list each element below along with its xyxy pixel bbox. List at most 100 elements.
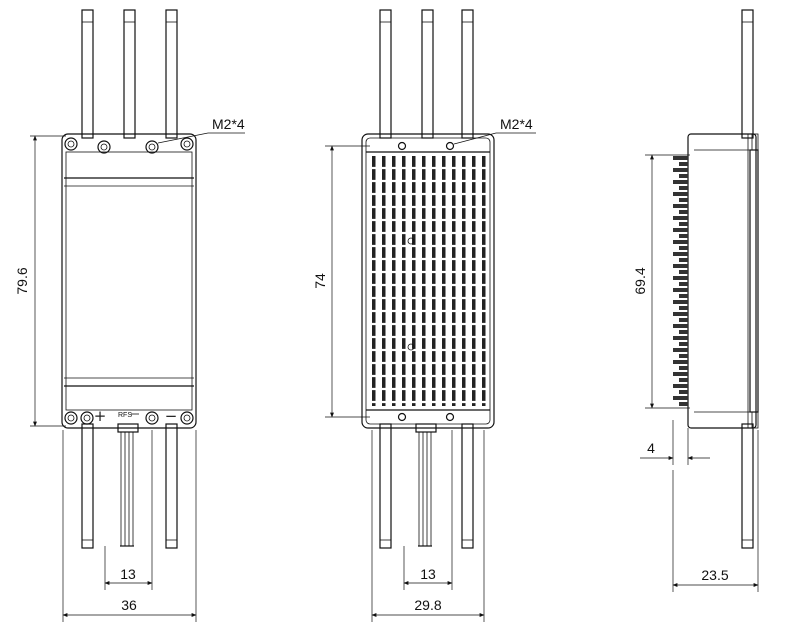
side-fin [673, 240, 688, 244]
side-fin [679, 270, 688, 274]
side-fin [673, 192, 688, 196]
side-depth-dim-text: 23.5 [701, 567, 728, 583]
side-fin [679, 162, 688, 166]
side-fin [679, 342, 688, 346]
side-fin [673, 156, 688, 160]
side-fin [673, 336, 688, 340]
back-center-screw-lower [407, 343, 415, 351]
side-housing [687, 133, 757, 429]
side-fin [679, 318, 688, 322]
side-fin [673, 360, 688, 364]
front-view: + − RFS M2*4 79.6 13 36 [14, 9, 245, 622]
side-fin [673, 216, 688, 220]
side-fin [673, 276, 688, 280]
side-top-wire [741, 9, 754, 139]
front-signal-ribbon [117, 423, 139, 547]
side-fin [679, 282, 688, 286]
heatsink-fin [472, 156, 476, 406]
back-center-screw-upper [407, 237, 415, 245]
side-fin [673, 252, 688, 256]
back-view: M2*4 74 13 29.8 [312, 9, 536, 622]
heatsink-fin [412, 156, 416, 406]
side-fin [679, 222, 688, 226]
side-bottom-wire [741, 423, 754, 549]
back-width-dim-text: 29.8 [414, 597, 441, 613]
side-fin [679, 234, 688, 238]
side-fin [679, 186, 688, 190]
back-width-dimension: 29.8 [371, 430, 485, 622]
side-fin [673, 168, 688, 172]
side-fin [679, 258, 688, 262]
heatsink-fin [462, 156, 466, 406]
back-signal-ribbon [415, 423, 437, 547]
side-fin-depth-dim-text: 4 [647, 440, 655, 456]
side-fin [673, 324, 688, 328]
front-width-dim-text: 36 [121, 597, 137, 613]
side-fin [679, 306, 688, 310]
heatsink-fin [402, 156, 406, 406]
side-height-dim-text: 69.4 [632, 267, 648, 294]
front-bottom-wires [81, 423, 178, 549]
back-height-dim-text: 74 [312, 273, 328, 289]
heatsink-fin [432, 156, 436, 406]
heatsink-fin [482, 156, 486, 406]
front-wire-spacing-dimension: 13 [104, 430, 153, 590]
plus-symbol: + [94, 407, 107, 425]
front-bottom-screws [64, 411, 194, 425]
front-wire-spacing-dim-text: 13 [120, 566, 136, 582]
side-fin [673, 384, 688, 388]
side-fin [673, 312, 688, 316]
side-fin-depth-dimension: 4 [640, 420, 710, 465]
rfs-label: RFS [118, 412, 132, 419]
side-fin [679, 402, 688, 406]
side-fin [679, 366, 688, 370]
back-screw-callout-text: M2*4 [500, 116, 533, 132]
heatsink-fin [452, 156, 456, 406]
side-depth-dimension: 23.5 [672, 430, 759, 592]
front-width-dimension: 36 [62, 430, 197, 622]
side-fin [673, 204, 688, 208]
heatsink-fins [368, 156, 488, 406]
front-screw-callout-text: M2*4 [212, 116, 245, 132]
heatsink-fin [422, 156, 426, 406]
front-screw-callout: M2*4 [157, 116, 245, 144]
side-fin [673, 264, 688, 268]
back-body [361, 133, 495, 429]
back-top-screws [397, 141, 455, 151]
side-fin [679, 198, 688, 202]
front-body [61, 133, 197, 429]
side-fin [679, 210, 688, 214]
side-fin [673, 180, 688, 184]
back-bottom-screws [397, 412, 455, 422]
minus-symbol: − [165, 407, 178, 425]
heatsink-fin [372, 156, 376, 406]
side-fin [679, 246, 688, 250]
side-fin [679, 354, 688, 358]
side-fin [679, 378, 688, 382]
side-fin [679, 330, 688, 334]
heatsink-fin [442, 156, 446, 406]
back-height-dimension: 74 [312, 145, 370, 418]
back-screw-callout: M2*4 [453, 116, 536, 145]
side-fin [679, 390, 688, 394]
side-fin [673, 228, 688, 232]
side-fin-profile [673, 156, 688, 406]
side-fin [679, 174, 688, 178]
front-height-dimension: 79.6 [14, 135, 66, 427]
back-top-wires [379, 9, 474, 139]
back-wire-spacing-dim-text: 13 [420, 566, 436, 582]
front-top-wires [81, 9, 178, 139]
heatsink-fin [382, 156, 386, 406]
back-bottom-wires [379, 423, 474, 549]
front-top-screws [64, 137, 194, 154]
side-fin [673, 348, 688, 352]
front-height-dim-text: 79.6 [14, 267, 30, 294]
heatsink-fin [392, 156, 396, 406]
side-fin [679, 294, 688, 298]
side-view: 69.4 4 23.5 [632, 9, 759, 592]
side-height-dimension: 69.4 [632, 154, 690, 409]
side-fin [673, 288, 688, 292]
side-fin [673, 396, 688, 400]
side-fin [673, 300, 688, 304]
